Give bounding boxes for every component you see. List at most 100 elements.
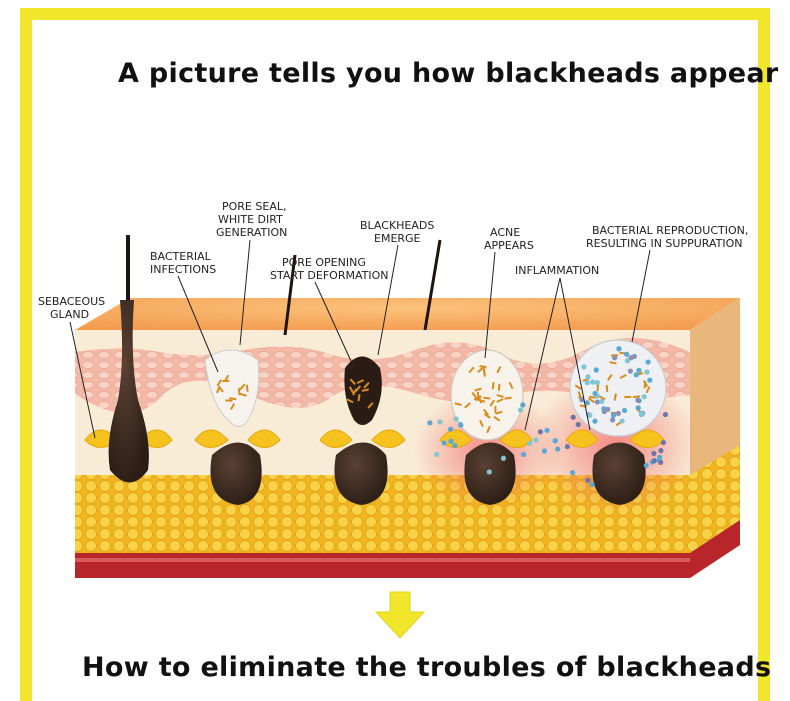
bacteria-dot — [458, 422, 464, 428]
hair-shaft-3 — [423, 239, 442, 331]
bacteria-dot — [658, 459, 664, 465]
white-dirt-plug — [204, 349, 260, 427]
bacteria-dot — [651, 458, 657, 464]
bacteria-rod — [357, 394, 361, 402]
bacteria-rod — [496, 366, 502, 374]
bacteria-dot — [638, 411, 645, 417]
bacteria-dot — [662, 411, 669, 418]
bacteria-rod — [239, 392, 247, 397]
bacteria-dot — [552, 438, 558, 444]
bacteria-dot — [448, 426, 454, 432]
bacteria-dot — [645, 359, 651, 365]
bacteria-rod — [348, 386, 355, 394]
bacteria-dot — [589, 481, 595, 488]
bacteria-dot — [594, 380, 600, 386]
bacteria-rod — [486, 425, 491, 434]
bacteria-dot — [587, 412, 593, 418]
bacteria-rod — [605, 384, 609, 392]
label-bacterial-reproduction: BACTERIAL REPRODUCTION, RESULTING IN SUP… — [586, 224, 752, 250]
bacteria-rod — [346, 398, 354, 404]
page-title: A picture tells you how blackheads appea… — [118, 58, 779, 89]
frame-border-top — [20, 8, 770, 20]
bacteria-dot — [619, 418, 625, 424]
bacteria-dot — [537, 429, 543, 435]
bacteria-dot — [585, 477, 591, 483]
bacteria-dot — [660, 439, 666, 446]
bacteria-dot — [633, 372, 639, 378]
bacteria-dot — [441, 440, 447, 446]
bacteria-dot — [585, 374, 591, 380]
bacteria-dot — [624, 351, 630, 357]
bacteria-dot — [590, 379, 596, 385]
bacteria-dot — [610, 417, 616, 423]
bacteria-rod — [361, 388, 369, 392]
bacteria-dot — [448, 438, 454, 444]
bacteria-rod — [493, 415, 501, 422]
label-inflammation: INFLAMMATION — [515, 264, 599, 277]
bacteria-dot — [599, 398, 605, 405]
bacteria-dot — [621, 407, 628, 414]
bacteria-rod — [356, 379, 364, 385]
bacteria-rod — [494, 406, 497, 414]
bacteria-dot — [555, 446, 561, 452]
bacteria-rod — [478, 398, 486, 403]
bacteria-dot — [658, 447, 664, 454]
bacteria-rod — [596, 384, 599, 392]
bacteria-rod — [574, 384, 582, 390]
bacteria-dot — [527, 440, 533, 446]
bacteria-rod — [496, 398, 504, 403]
hair-shaft-2 — [283, 254, 297, 336]
bacteria-rod — [497, 383, 501, 391]
label-acne-appears: ACNE APPEARS — [484, 226, 534, 252]
bacteria-dot — [647, 377, 653, 383]
bacteria-rod — [619, 373, 627, 380]
bacteria-rod — [483, 396, 491, 400]
bacteria-dot — [641, 394, 647, 400]
bacteria-rod — [624, 395, 632, 399]
bacteria-dot — [541, 448, 548, 454]
muscle-layer — [75, 520, 740, 578]
page-subtitle: How to eliminate the troubles of blackhe… — [82, 652, 772, 683]
bacteria-rod — [471, 391, 478, 399]
bacteria-dot — [616, 346, 622, 352]
bacteria-dot — [651, 450, 657, 457]
bacteria-rod — [643, 381, 647, 389]
bacteria-dot — [517, 407, 524, 413]
bacteria-rod — [474, 387, 482, 392]
bacteria-rod — [237, 388, 241, 396]
label-sebaceous-gland: SEBACEOUS GLAND — [38, 295, 109, 321]
bacteria-dot — [521, 451, 527, 458]
bacteria-rod — [606, 374, 613, 381]
bacteria-rod — [216, 379, 223, 387]
bacteria-dot — [570, 414, 576, 420]
bacteria-rod — [645, 386, 651, 394]
bacteria-rod — [230, 402, 236, 411]
bacteria-dot — [592, 390, 598, 397]
bacteria-dot — [601, 408, 607, 415]
label-pore-opening: PORE OPENING START DEFORMATION — [270, 256, 389, 282]
bacteria-rod — [577, 391, 582, 399]
bacteria-dot — [635, 405, 641, 411]
acne-pustule — [450, 349, 524, 441]
bacteria-dot — [628, 355, 634, 361]
bacteria-rod — [229, 397, 237, 401]
label-bacterial-infections: BACTERIAL INFECTIONS — [150, 250, 216, 276]
bacteria-dot — [610, 412, 617, 418]
bacteria-rod — [496, 394, 504, 398]
frame-border-left — [20, 8, 32, 701]
bacteria-dot — [584, 400, 590, 406]
bacteria-dot — [520, 402, 526, 408]
bacteria-rod — [632, 395, 641, 399]
label-pore-seal: PORE SEAL, WHITE DIRT GENERATION — [216, 200, 290, 239]
bacteria-dot — [437, 419, 443, 425]
bacteria-dot — [612, 355, 618, 361]
bacteria-dot — [615, 410, 621, 416]
bacteria-rod — [489, 399, 496, 407]
bacteria-rod — [589, 395, 597, 399]
bacteria-rod — [223, 374, 230, 382]
bacteria-dot — [644, 369, 650, 375]
bacteria-dot — [453, 416, 459, 422]
bacteria-dot — [643, 462, 649, 469]
